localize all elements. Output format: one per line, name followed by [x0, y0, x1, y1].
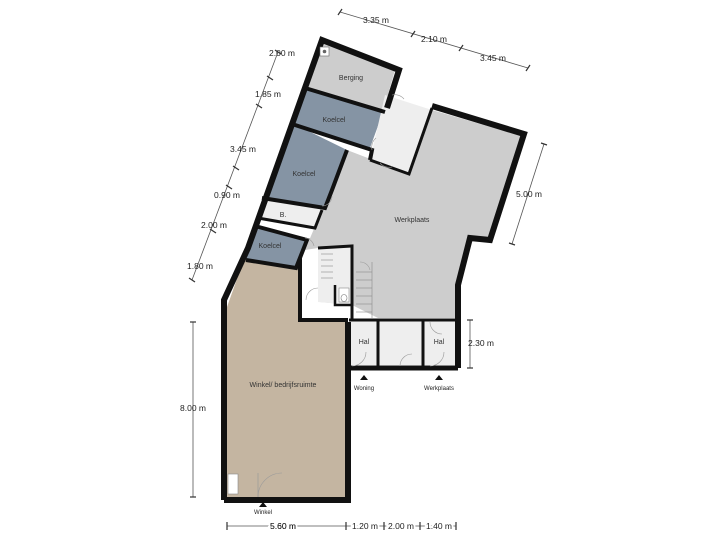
toilet-icon [338, 287, 350, 303]
dim-bottom-1-fg: 5.60 m [270, 521, 296, 531]
inner-wall-cold-1 [304, 86, 386, 114]
dim-tick [410, 30, 416, 38]
dim-bottom-4-bg: 1.40 m [426, 521, 452, 531]
inner-wall-stair [317, 244, 354, 320]
door-hall-inner[interactable] [359, 261, 371, 271]
room-label-cold-2: Koelcel [293, 171, 316, 178]
dim-bottom-3: 2.00 m [388, 521, 414, 531]
door-hall-1[interactable] [351, 351, 367, 367]
dim-tick [525, 64, 531, 72]
room-label-hall-1: Hal [359, 339, 370, 346]
room-hall-mid [378, 321, 423, 365]
dim-left-5: 2.00 m [201, 220, 227, 230]
dim-tick [458, 44, 464, 52]
entrance-arrow-icon [360, 375, 368, 380]
inner-wall-b [257, 209, 324, 230]
dim-workshop: 5.00 m [516, 189, 542, 199]
dim-left-4: 0.90 m [214, 190, 240, 200]
entrance-arrow-icon [435, 375, 443, 380]
dim-bottom-2: 1.20 m [352, 521, 378, 531]
dim-line-workshop [511, 143, 545, 245]
dim-tick [232, 165, 240, 171]
room-label-workshop: Werkplaats [395, 217, 430, 224]
dim-tick [508, 242, 516, 246]
outer-wall-south [224, 322, 351, 503]
dim-left-3: 3.45 m [230, 144, 256, 154]
entrance-label-werkplaats: Werkplaats [424, 386, 454, 392]
dim-bottom-1: 5.60 m [270, 521, 296, 531]
dim-left-1: 2.00 m [269, 48, 295, 58]
room-label-shop: Winkel/ bedrijfsruimte [250, 382, 317, 389]
door-hall-2[interactable] [429, 351, 445, 367]
dim-bottom-2-bg: 1.20 m [352, 521, 378, 531]
dim-tick [209, 228, 217, 234]
room-label-b: B. [280, 212, 287, 219]
counter-icon [227, 473, 239, 495]
inner-wall-toilet [333, 285, 352, 307]
outer-wall-workshop-east [431, 103, 528, 368]
door-hall-top[interactable] [429, 321, 443, 335]
staircase [321, 253, 373, 318]
room-hall-1 [349, 321, 378, 365]
room-label-cold-1: Koelcel [323, 117, 346, 124]
door-cold-2[interactable] [321, 195, 333, 207]
room-shop [227, 248, 345, 497]
room-label-hall-2: Hal [434, 339, 445, 346]
dim-left-2: 1.85 m [255, 89, 281, 99]
dim-tick [274, 49, 282, 55]
entrance-label-woning: Woning [354, 386, 374, 392]
dim-line-top [339, 11, 529, 69]
room-cold-1 [294, 89, 383, 148]
door-entry[interactable] [371, 137, 377, 151]
dim-tick [255, 103, 263, 109]
dim-top-2: 2.10 m [421, 34, 447, 44]
dim-tick [337, 8, 343, 16]
door-hall-mid[interactable] [399, 353, 413, 367]
inner-wall-shop-north [298, 258, 348, 322]
dim-left-6: 1.80 m [187, 261, 213, 271]
entrance-arrow-icon [259, 502, 267, 507]
door-entry-south[interactable] [379, 162, 393, 168]
dim-top-3: 3.45 m [480, 53, 506, 63]
dim-bottom-3-bg: 2.00 m [388, 521, 414, 531]
room-hall-2 [423, 321, 455, 365]
room-label-storage: Berging [339, 75, 363, 82]
inner-wall-entry [369, 107, 434, 176]
room-cold-2 [264, 124, 347, 207]
dim-bottom-4: 1.40 m [426, 521, 452, 531]
dim-tick [225, 184, 233, 190]
room-label-cold-3: Koelcel [259, 243, 282, 250]
room-entry-white [370, 95, 432, 173]
door-stair[interactable] [305, 287, 319, 301]
room-workshop [305, 110, 522, 318]
dim-hall: 2.30 m [468, 338, 494, 348]
dim-tick [540, 142, 548, 146]
inner-wall-cold-2 [261, 149, 349, 211]
dim-shop-height: 8.00 m [180, 403, 206, 413]
dim-top-1: 3.35 m [363, 15, 389, 25]
dim-line-left [191, 51, 279, 281]
entrance-label-winkel: Winkel [254, 510, 272, 516]
inner-wall-cold-3 [245, 224, 310, 271]
door-storage[interactable] [391, 94, 405, 100]
dim-tick [266, 75, 274, 81]
dim-tick [188, 277, 196, 283]
outer-wall-west [221, 36, 403, 500]
boiler-icon [319, 46, 330, 57]
